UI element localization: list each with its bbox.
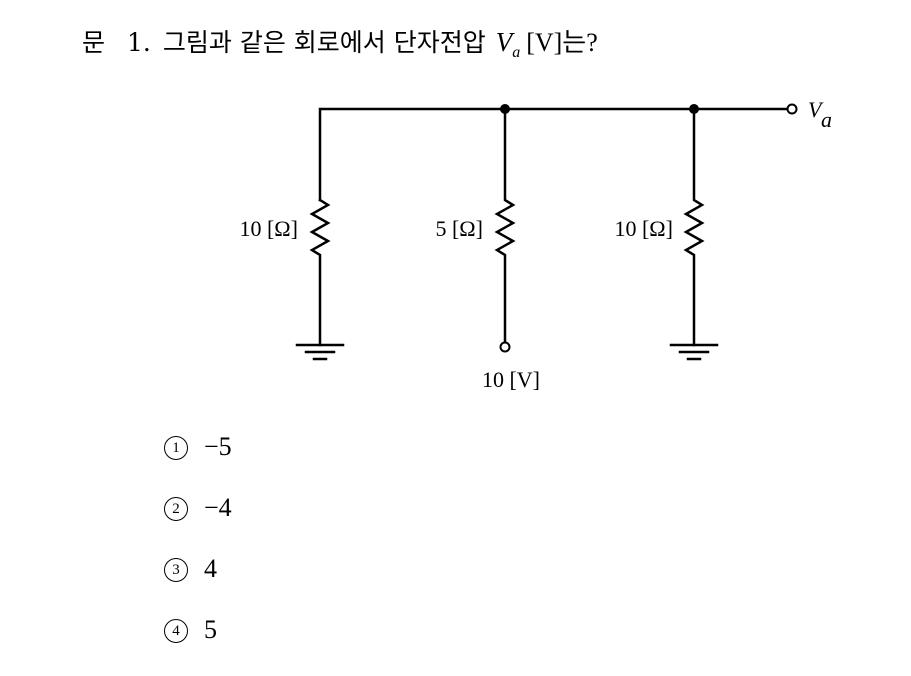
ground-right-icon xyxy=(669,343,719,361)
source-terminal-icon xyxy=(499,341,511,353)
junction-dot-middle xyxy=(500,104,510,114)
question-label: 문 xyxy=(82,28,106,57)
choice-3-value: 4 xyxy=(204,554,217,583)
resistor-left xyxy=(309,198,331,347)
choice-2-value: −4 xyxy=(204,493,232,522)
top-rail-wire xyxy=(318,107,790,202)
resistor-right-label: 10 [Ω] xyxy=(614,216,673,241)
question-stem: 문 1. 그림과 같은 회로에서 단자전압 V a [V]는? xyxy=(82,22,598,61)
junction-dot-right xyxy=(689,104,699,114)
choice-4-marker: 4 xyxy=(164,619,188,643)
output-terminal-icon xyxy=(786,103,798,115)
choice-1-marker: 1 xyxy=(164,436,188,460)
choice-2[interactable]: 2 −4 xyxy=(164,493,232,554)
choice-2-marker: 2 xyxy=(164,497,188,521)
choice-1-value: −5 xyxy=(204,432,232,461)
source-label: 10 [V] xyxy=(482,367,540,392)
output-terminal-label: V xyxy=(808,97,824,122)
question-number: 1. xyxy=(127,28,151,57)
question-unit-suffix: [V]는? xyxy=(526,28,598,57)
choice-4[interactable]: 4 5 xyxy=(164,615,232,676)
output-terminal-subscript: a xyxy=(821,107,832,132)
choice-3[interactable]: 3 4 xyxy=(164,554,232,615)
resistor-right xyxy=(683,107,705,347)
choice-1[interactable]: 1 −5 xyxy=(164,432,232,493)
question-variable: V xyxy=(495,27,513,57)
resistor-middle-label: 5 [Ω] xyxy=(435,216,483,241)
choice-4-value: 5 xyxy=(204,615,217,644)
choice-3-marker: 3 xyxy=(164,558,188,582)
resistor-middle xyxy=(494,107,516,344)
question-variable-subscript: a xyxy=(512,44,521,61)
ground-left-icon xyxy=(295,343,345,361)
resistor-left-label: 10 [Ω] xyxy=(239,216,298,241)
answer-choices: 1 −5 2 −4 3 4 4 5 xyxy=(164,432,232,676)
question-text: 그림과 같은 회로에서 단자전압 xyxy=(162,28,486,57)
